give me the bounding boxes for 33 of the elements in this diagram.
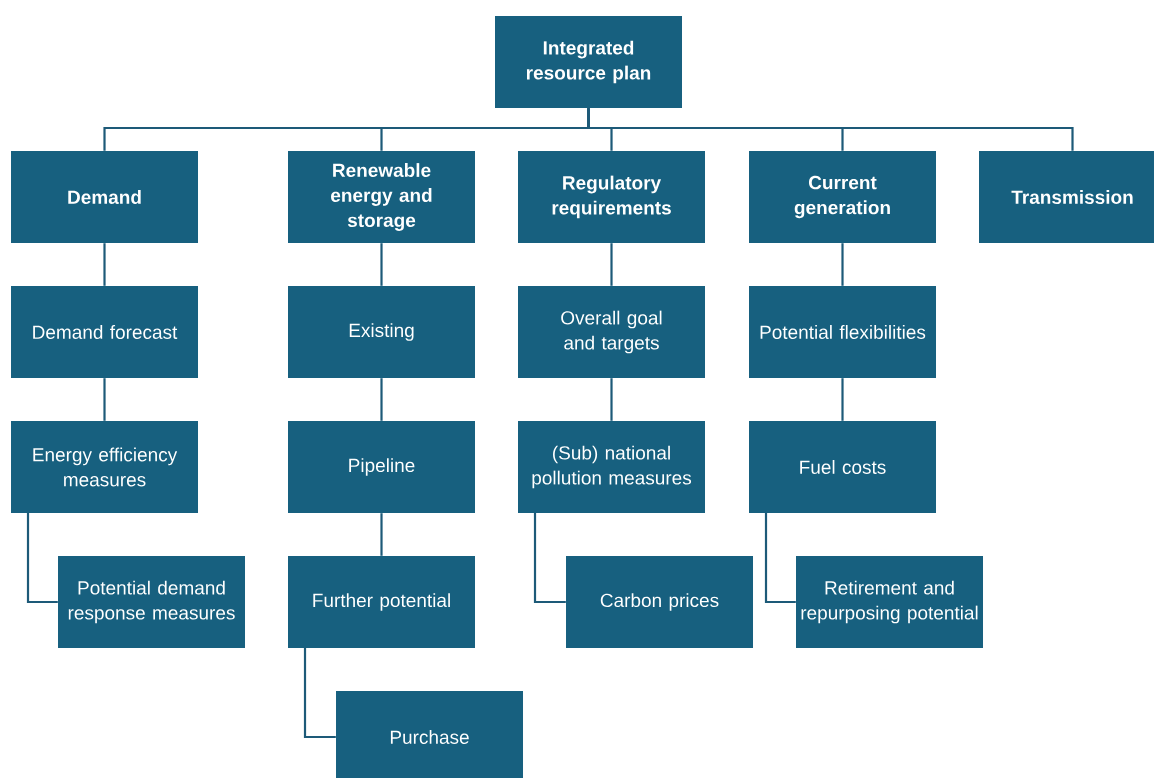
item-box: Energy efficiency measures [11,421,198,513]
item-box: Further potential [288,556,475,648]
connector-line [303,648,336,739]
item-box: Overall goal and targets [518,286,705,378]
connector-line [103,378,106,421]
header-box: Demand [11,151,198,243]
header-box: Regulatory requirements [518,151,705,243]
header-box: Transmission [979,151,1154,243]
item-box: Demand forecast [11,286,198,378]
item-box: Retirement and repurposing potential [796,556,983,648]
connector-line [26,513,58,604]
item-box: Fuel costs [749,421,936,513]
connector-line [841,243,844,286]
connector-line [533,513,566,604]
connector-line [610,243,613,286]
connector-line [610,378,613,421]
header-box: Current generation [749,151,936,243]
connector-line [587,108,1074,151]
item-box: Existing [288,286,475,378]
connector-line [380,513,383,556]
item-box: Purchase [336,691,523,778]
connector-line [380,378,383,421]
connector-line [103,243,106,286]
connector-line [380,243,383,286]
connector-line [841,378,844,421]
header-box: Renewable energy and storage [288,151,475,243]
item-box: (Sub) national pollution measures [518,421,705,513]
item-box: Carbon prices [566,556,753,648]
item-box: Potential demand response measures [58,556,245,648]
item-box: Pipeline [288,421,475,513]
connector-line [764,513,796,604]
item-box: Potential flexibilities [749,286,936,378]
header-box: Integrated resource plan [495,16,682,108]
